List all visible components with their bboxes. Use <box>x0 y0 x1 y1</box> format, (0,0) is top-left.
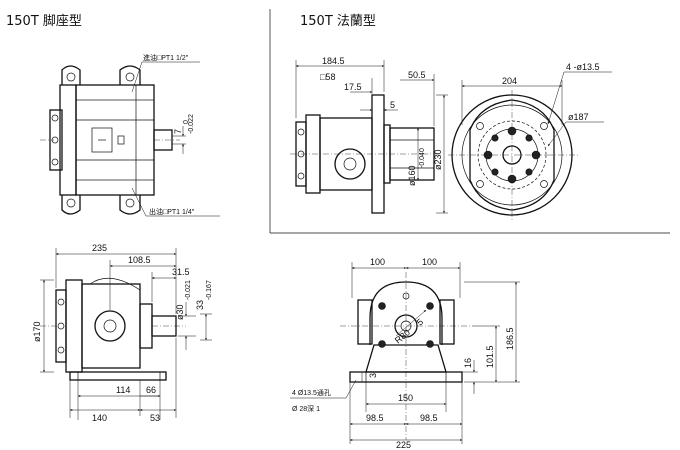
front-right-half: 100 <box>422 257 437 267</box>
foot-height-dim: ø170 <box>32 321 42 342</box>
overall-width-dim: 225 <box>396 440 411 450</box>
foot-shaft-dia-tol: -0.021 <box>185 280 192 300</box>
flange-front-view <box>448 71 612 222</box>
flange-dia-dim: ø230 <box>433 149 443 170</box>
spigot-tol: -0.040 <box>419 148 426 168</box>
foot-front-view <box>290 262 520 444</box>
flange-holes-note: 4 -ø13.5 <box>566 62 600 72</box>
foot-to-shaft-dim: 53 <box>150 413 160 423</box>
front-left-half: 100 <box>370 257 385 267</box>
foot-shaft-length: 31.5 <box>172 267 190 277</box>
foot-type-title: 150T 脚座型 <box>6 14 82 29</box>
shaft-key-tol-2: -0.022 <box>188 114 195 134</box>
foot-overall-length: 235 <box>92 243 107 253</box>
key-height-dim: 33 <box>195 300 205 310</box>
counterbore-note: Ø 28深 1 <box>292 404 320 413</box>
inlet-label: 進油□PT1 1/2″ <box>143 53 189 62</box>
foot-hole-to-end: 66 <box>146 385 156 395</box>
holes-note: 4 Ø13.5通孔 <box>292 388 331 397</box>
flange-side-view <box>290 60 448 214</box>
half-width-left: 98.5 <box>366 413 384 423</box>
flange-width-dim: 50.5 <box>408 70 426 80</box>
total-height-dim: 186.5 <box>505 327 515 350</box>
square-size-dim: □58 <box>320 72 335 82</box>
key-height-tol: -0.167 <box>206 280 213 300</box>
foot-top-view <box>40 61 220 217</box>
spigot-depth-dim: 5 <box>390 100 395 110</box>
foot-to-shaft-end: 108.5 <box>128 255 151 265</box>
foot-length-dim: 140 <box>92 413 107 423</box>
foot-hole-span: 114 <box>116 385 130 395</box>
outlet-label: 出油□PT1 1/4″ <box>149 207 195 216</box>
hole-offset-dim: 204 <box>502 76 517 86</box>
foot-side-view <box>40 248 212 420</box>
hole-span-dim: 150 <box>398 393 413 403</box>
hub-length-dim: 17.5 <box>344 82 362 92</box>
foot-shaft-dia: ø30 <box>175 304 185 320</box>
flange-overall-length: 184.5 <box>322 56 345 66</box>
flange-type-title: 150T 法蘭型 <box>300 14 376 29</box>
pcd-dim: ø187 <box>568 112 589 122</box>
spigot-dia-dim: ø160 <box>407 165 417 186</box>
shaft-key-tol: 0 <box>183 120 190 124</box>
key-width-label: 5 <box>415 317 425 328</box>
shaft-key-dim: 7 <box>173 129 183 134</box>
edge-dim: 3 <box>368 373 378 378</box>
half-width-right: 98.5 <box>420 413 438 423</box>
shaft-height-dim: 101.5 <box>485 345 495 368</box>
foot-thickness-dim: 16 <box>463 358 473 368</box>
